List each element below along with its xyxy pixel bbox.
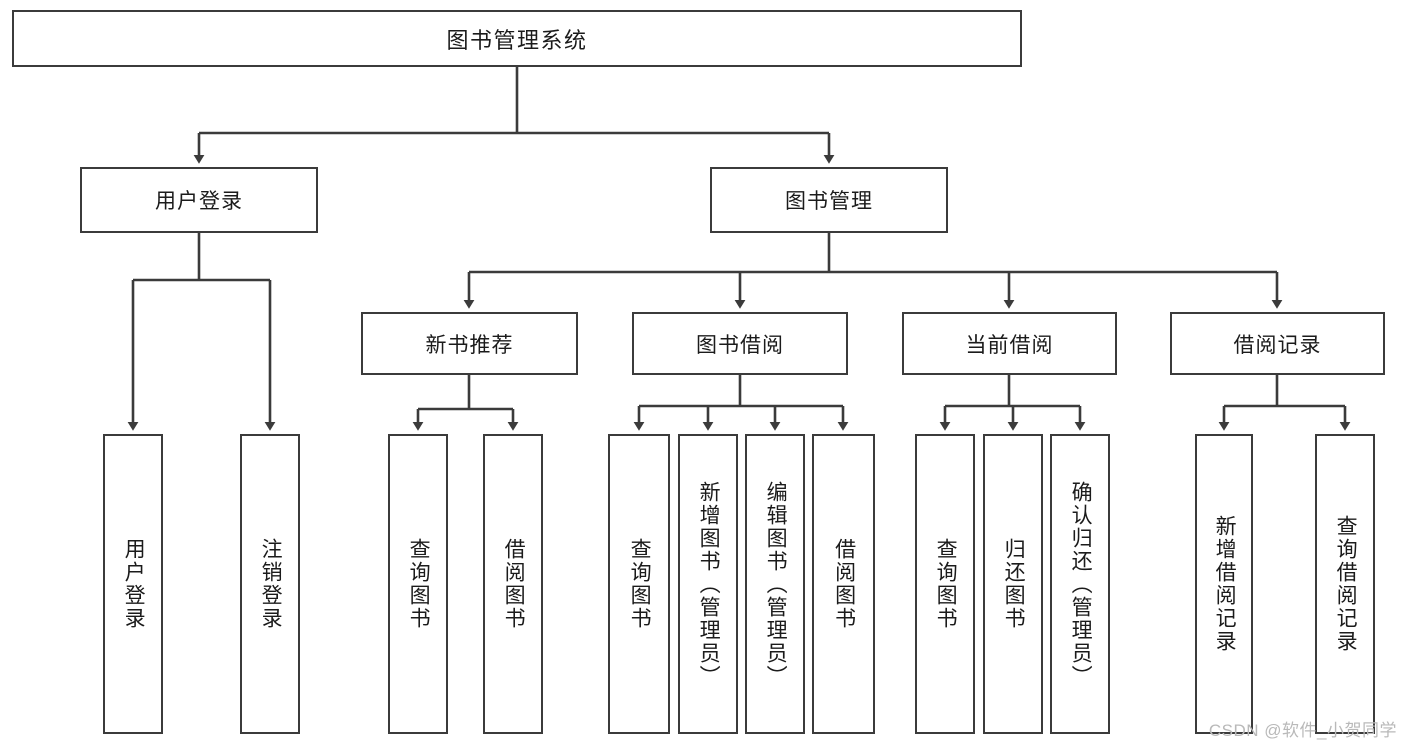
leaf-label: 编辑图书（管理员） (764, 480, 788, 688)
leaf-add-book-admin[interactable]: 新增图书（管理员） (678, 434, 738, 734)
leaf-label: 确认归还（管理员） (1069, 480, 1093, 688)
node-root[interactable]: 图书管理系统 (12, 10, 1022, 67)
leaf-logout[interactable]: 注销登录 (240, 434, 300, 734)
leaf-label: 查询图书 (407, 538, 431, 630)
node-current-borrow-label: 当前借阅 (965, 333, 1054, 357)
leaf-label: 查询图书 (628, 538, 652, 630)
node-book-management[interactable]: 图书管理 (710, 167, 948, 233)
leaf-label: 新增图书（管理员） (697, 480, 721, 688)
leaf-label: 归还图书 (1002, 538, 1026, 630)
leaf-query-borrow-record[interactable]: 查询借阅记录 (1315, 434, 1375, 734)
leaf-confirm-return-admin[interactable]: 确认归还（管理员） (1050, 434, 1110, 734)
leaf-query-book-recommend[interactable]: 查询图书 (388, 434, 448, 734)
node-root-label: 图书管理系统 (446, 27, 588, 53)
node-user-login[interactable]: 用户登录 (80, 167, 318, 233)
leaf-label: 新增借阅记录 (1213, 515, 1237, 653)
node-borrow-record[interactable]: 借阅记录 (1170, 312, 1385, 375)
leaf-borrow-book[interactable]: 借阅图书 (812, 434, 875, 734)
leaf-label: 借阅图书 (502, 538, 526, 630)
watermark: CSDN @软件_小贺同学 (1208, 721, 1397, 740)
leaf-return-book[interactable]: 归还图书 (983, 434, 1043, 734)
node-current-borrow[interactable]: 当前借阅 (902, 312, 1117, 375)
leaf-query-book-current[interactable]: 查询图书 (915, 434, 975, 734)
leaf-edit-book-admin[interactable]: 编辑图书（管理员） (745, 434, 805, 734)
node-new-book-recommend-label: 新书推荐 (425, 333, 514, 357)
leaf-label: 用户登录 (122, 538, 146, 630)
leaf-query-book-borrow[interactable]: 查询图书 (608, 434, 670, 734)
node-borrow-record-label: 借阅记录 (1233, 333, 1322, 357)
leaf-user-login[interactable]: 用户登录 (103, 434, 163, 734)
node-book-borrow[interactable]: 图书借阅 (632, 312, 848, 375)
leaf-label: 注销登录 (259, 538, 283, 630)
leaf-borrow-book-recommend[interactable]: 借阅图书 (483, 434, 543, 734)
leaf-add-borrow-record[interactable]: 新增借阅记录 (1195, 434, 1253, 734)
node-new-book-recommend[interactable]: 新书推荐 (361, 312, 578, 375)
leaf-label: 查询借阅记录 (1334, 515, 1358, 653)
node-book-borrow-label: 图书借阅 (696, 333, 784, 357)
leaf-label: 查询图书 (934, 538, 958, 630)
leaf-label: 借阅图书 (832, 538, 856, 630)
node-book-management-label: 图书管理 (785, 190, 873, 213)
node-user-login-label: 用户登录 (155, 190, 243, 213)
